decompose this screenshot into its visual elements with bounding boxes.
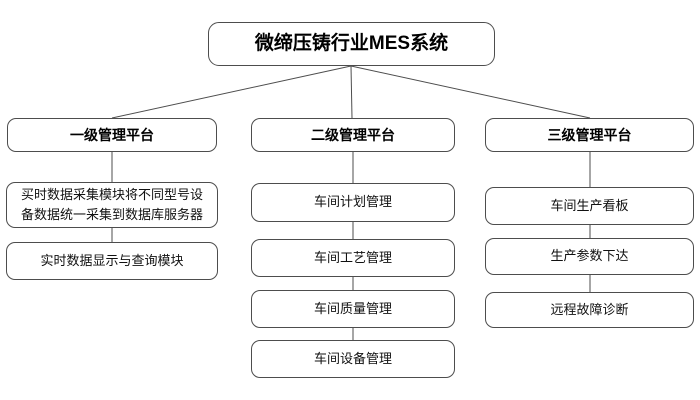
node-workshop-process-mgmt: 车间工艺管理 bbox=[251, 239, 455, 277]
node-workshop-plan-mgmt: 车间计划管理 bbox=[251, 183, 455, 222]
node-workshop-production-kanban: 车间生产看板 bbox=[485, 187, 694, 225]
root-node-mes-system: 微缔压铸行业MES系统 bbox=[208, 22, 495, 66]
node-realtime-display-query: 实时数据显示与查询模块 bbox=[6, 242, 218, 280]
node-realtime-data-collection: 买时数据采集模块将不同型号设备数据统一采集到数据库服务器 bbox=[6, 182, 218, 228]
node-workshop-quality-mgmt: 车间质量管理 bbox=[251, 290, 455, 328]
header-level1-platform: 一级管理平台 bbox=[7, 118, 217, 152]
header-level3-platform: 三级管理平台 bbox=[485, 118, 694, 152]
node-remote-fault-diagnosis: 远程故障诊断 bbox=[485, 292, 694, 328]
node-workshop-equipment-mgmt: 车间设备管理 bbox=[251, 340, 455, 378]
header-level2-platform: 二级管理平台 bbox=[251, 118, 455, 152]
node-production-parameter-dispatch: 生产参数下达 bbox=[485, 238, 694, 275]
